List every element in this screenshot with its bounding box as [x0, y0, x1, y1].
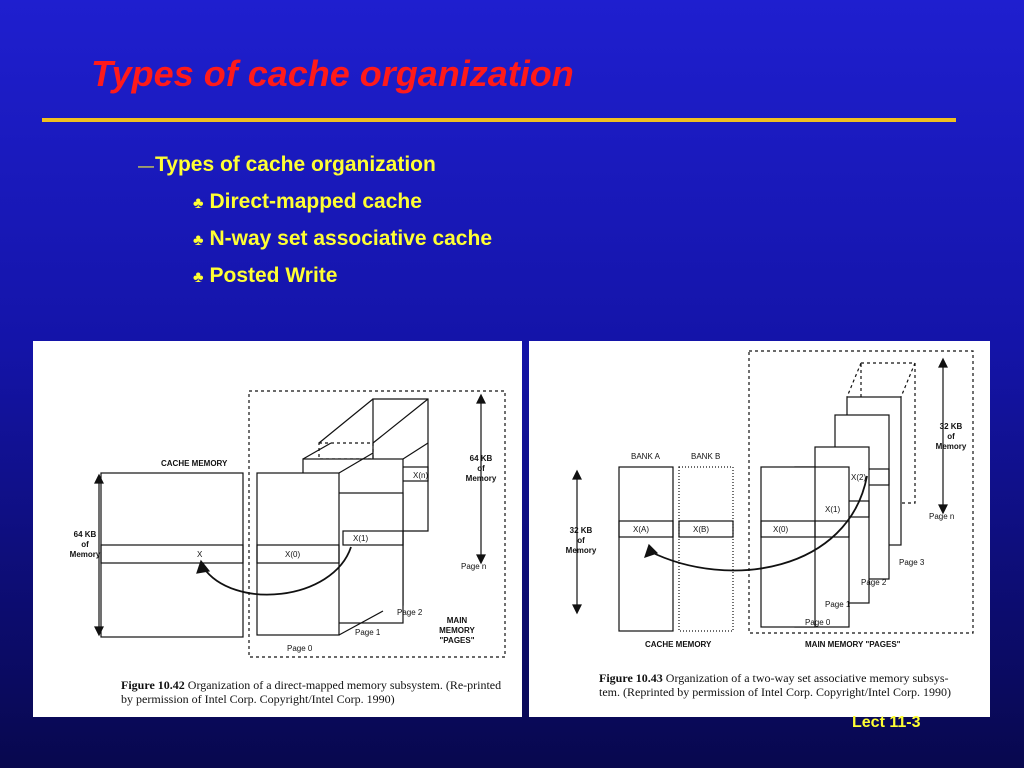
- set-associative-diagram: BANK A BANK B 32 KB of Memory 32 KB of M…: [566, 350, 974, 649]
- entry-b-label: X(B): [693, 525, 709, 534]
- cache-entry-label: X: [197, 550, 203, 559]
- right-size-label-3: Memory: [936, 442, 967, 451]
- bank-a-label: BANK A: [631, 452, 661, 461]
- club-bullet-icon: ♣: [193, 269, 204, 286]
- main-memory-label: MAIN MEMORY "PAGES": [805, 640, 901, 649]
- figure2-caption-number: Figure 10.43: [599, 671, 663, 685]
- figure1-caption-number: Figure 10.42: [121, 678, 185, 692]
- page1-entry-label: X(1): [825, 505, 840, 514]
- slide-footer: Lect 11-3: [852, 714, 921, 731]
- pagen-label: Page n: [929, 512, 954, 521]
- right-size-label-3: Memory: [466, 474, 497, 483]
- bullet-item: ♣ Posted Write: [193, 264, 337, 288]
- bullet-main: —Types of cache organization: [138, 153, 436, 177]
- bullet-item: ♣ N-way set associative cache: [193, 227, 492, 251]
- main-memory-label-3: "PAGES": [440, 636, 475, 645]
- page1-entry-label: X(1): [353, 534, 368, 543]
- cache-memory-label: CACHE MEMORY: [645, 640, 712, 649]
- page0-entry-label: X(0): [773, 525, 788, 534]
- bullet-item-label: N-way set associative cache: [209, 227, 493, 250]
- title-underline: [42, 118, 956, 122]
- dash-bullet-icon: —: [138, 158, 154, 175]
- page0-entry-label: X(0): [285, 550, 300, 559]
- bank-b-box: [678, 466, 734, 632]
- figure1-caption-text: Organization of a direct-mapped memory s…: [121, 678, 502, 706]
- page-0-face: [256, 472, 340, 636]
- page2-label: Page 2: [861, 578, 887, 587]
- cache-memory-label: CACHE MEMORY: [161, 459, 228, 468]
- bullet-main-label: Types of cache organization: [155, 153, 436, 176]
- bank-b-label: BANK B: [691, 452, 720, 461]
- left-size-label-2: of: [81, 540, 89, 549]
- figure2-caption: Figure 10.43 Organization of a two-way s…: [599, 671, 969, 699]
- figure-set-associative: BANK A BANK B 32 KB of Memory 32 KB of M…: [529, 341, 990, 717]
- left-size-label-2: of: [577, 536, 585, 545]
- cache-entry-row: [100, 544, 244, 564]
- club-bullet-icon: ♣: [193, 195, 204, 212]
- left-size-label-1: 64 KB: [74, 530, 97, 539]
- bullet-item-label: Direct-mapped cache: [209, 190, 422, 213]
- page0-label: Page 0: [287, 644, 313, 653]
- cache-memory-box: [100, 472, 244, 638]
- main-memory-label-2: MEMORY: [439, 626, 475, 635]
- page2-label: Page 2: [397, 608, 423, 617]
- figure-direct-mapped: CACHE MEMORY 64 KB of Memory 64 KB of Me…: [33, 341, 522, 717]
- right-size-label-1: 32 KB: [940, 422, 963, 431]
- right-size-label-2: of: [947, 432, 955, 441]
- main-memory-label-1: MAIN: [447, 616, 468, 625]
- right-size-label-2: of: [477, 464, 485, 473]
- bank-a-box: [618, 466, 674, 632]
- page1-label: Page 1: [825, 600, 851, 609]
- direct-mapped-diagram: CACHE MEMORY 64 KB of Memory 64 KB of Me…: [70, 390, 506, 658]
- bullet-item: ♣ Direct-mapped cache: [193, 190, 422, 214]
- page2-entry-label: X(2): [851, 473, 866, 482]
- page1-label: Page 1: [355, 628, 381, 637]
- figure1-caption: Figure 10.42 Organization of a direct-ma…: [121, 678, 511, 706]
- slide-title: Types of cache organization: [91, 53, 574, 94]
- left-size-label-3: Memory: [566, 546, 597, 555]
- right-size-label-1: 64 KB: [470, 454, 493, 463]
- main-memory-region: [748, 350, 974, 634]
- main-memory-region: [248, 390, 506, 658]
- page3-label: Page 3: [899, 558, 925, 567]
- left-size-label-3: Memory: [70, 550, 101, 559]
- pagen-label: Page n: [461, 562, 486, 571]
- entry-a-label: X(A): [633, 525, 649, 534]
- club-bullet-icon: ♣: [193, 232, 204, 249]
- page0-label: Page 0: [805, 618, 831, 627]
- pagen-entry-label: X(n): [413, 471, 428, 480]
- bullet-item-label: Posted Write: [209, 264, 338, 287]
- figure2-caption-text: Organization of a two-way set associativ…: [599, 671, 951, 699]
- left-size-label-1: 32 KB: [570, 526, 593, 535]
